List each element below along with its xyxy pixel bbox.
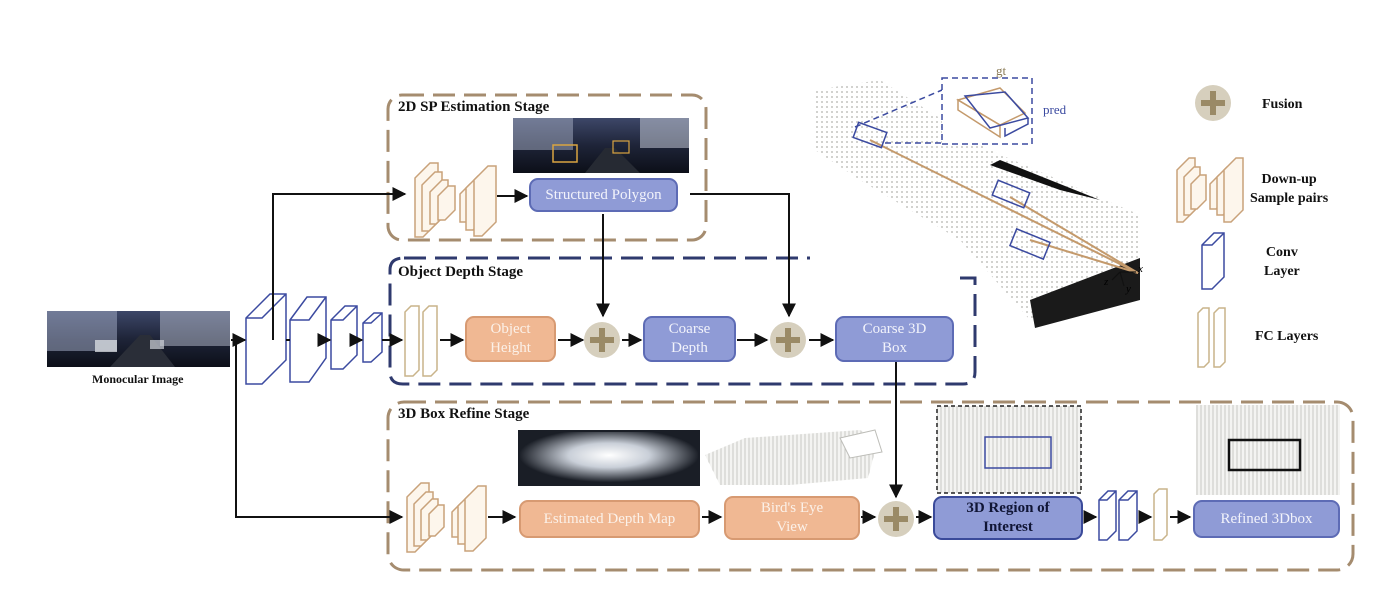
legend-fusion-label: Fusion [1262,97,1303,112]
estimated-depth-map-node: Estimated Depth Map [519,500,700,538]
structured-polygon-node: Structured Polygon [529,178,678,212]
sp-stage-title: 2D SP Estimation Stage [398,99,550,115]
legend-fc-label: FC Layers [1255,329,1319,344]
fusion-node-3 [878,501,914,537]
fusion-node-1 [584,322,620,358]
depth-stage-frame [388,256,977,386]
gt-label: gt [996,63,1007,78]
refine-conv-layers [1098,490,1138,541]
refined-image [1196,405,1340,495]
sp-stage-frame [386,93,708,242]
birds-eye-view-node: Bird's Eye View [724,496,860,540]
object-height-node: Object Height [465,316,556,362]
sp-street-image [513,118,689,173]
depth-map-image [518,430,700,486]
region-of-interest-node: 3D Region of Interest [933,496,1083,540]
coarse-depth-node: Coarse Depth [643,316,736,362]
legend-conv-label: Conv Layer [1264,245,1300,279]
monocular-image [47,311,230,367]
refine-stage-frame [386,400,1355,572]
depth-fc-layers [404,305,438,377]
axis-z-label: z [1104,276,1109,288]
refined-3dbox-node: Refined 3Dbox [1193,500,1340,538]
axis-y-label: y [1126,283,1131,295]
coarse-3d-box-node: Coarse 3D Box [835,316,954,362]
sp-downup-block [414,162,497,238]
legend-fc-icon [1197,307,1226,368]
backbone-conv-layers [245,293,383,385]
roi-image [936,405,1082,494]
pointcloud-view [815,77,1140,328]
legend-fusion-icon [1195,85,1231,121]
refine-stage-title: 3D Box Refine Stage [398,406,530,422]
refine-downup-block [406,482,487,553]
monocular-image-label: Monocular Image [92,372,184,386]
bev-pointcloud-image [705,429,883,485]
legend-conv-icon [1201,232,1225,290]
pred-label: pred [1043,102,1067,117]
legend-downup-label: Down-up Sample pairs [1250,172,1329,206]
axis-x-label: x [1138,263,1143,275]
refine-fc-layer [1153,488,1168,541]
fusion-node-2 [770,322,806,358]
legend-downup-icon [1176,157,1244,223]
depth-stage-title: Object Depth Stage [398,264,523,280]
